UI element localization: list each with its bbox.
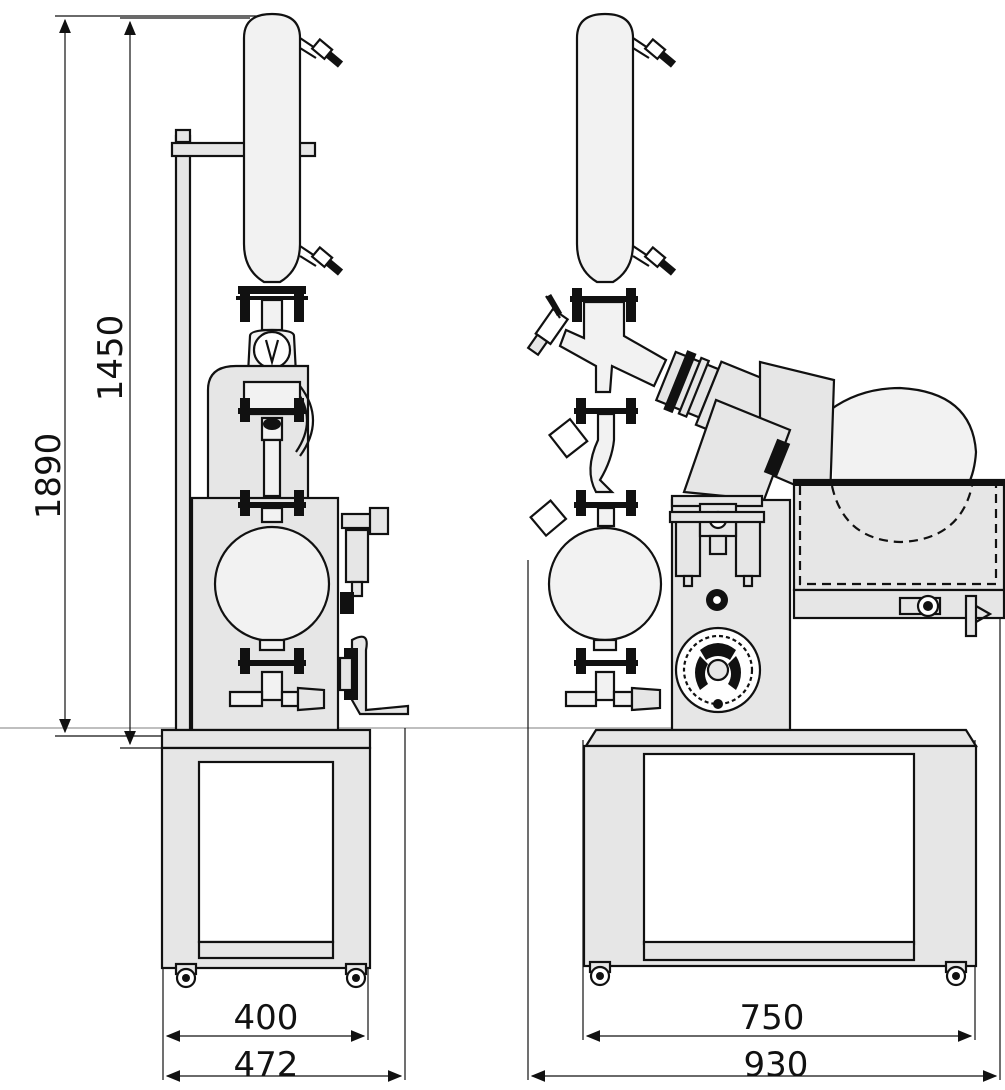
base-table-top [160, 728, 372, 750]
dimension-total-height: 1890 [29, 433, 69, 520]
support-rod [174, 134, 192, 732]
side-view [160, 12, 410, 989]
dimension-overall-width-front: 930 [744, 1045, 809, 1085]
dimension-base-width-side: 400 [234, 998, 299, 1038]
receiving-flask [213, 525, 331, 643]
front-view [526, 12, 1005, 987]
condenser [242, 12, 302, 284]
base-table-top-front [584, 728, 978, 748]
dimension-unit-height: 1450 [91, 315, 131, 402]
heating-bath [792, 478, 1005, 592]
dimension-base-width-front: 750 [740, 998, 805, 1038]
condenser-front [575, 12, 635, 284]
dimension-overall-width-side: 472 [234, 1045, 299, 1085]
receiving-flask-front [547, 526, 663, 642]
